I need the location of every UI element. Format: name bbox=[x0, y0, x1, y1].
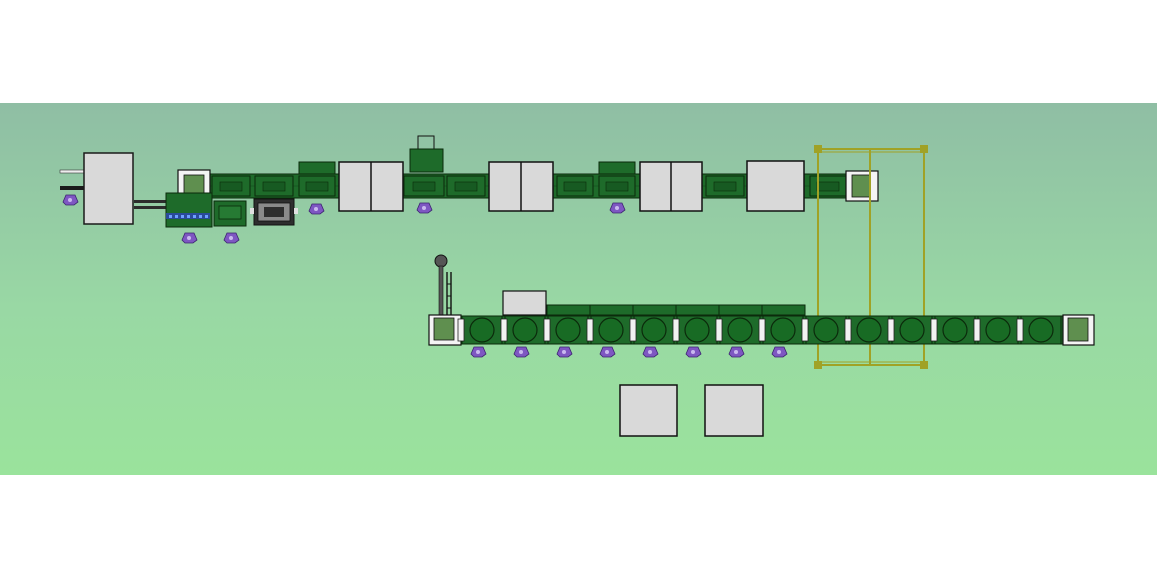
motor-icon bbox=[62, 194, 79, 206]
motor-icon bbox=[416, 202, 433, 214]
top-hopper[interactable] bbox=[409, 135, 444, 173]
motor-icon bbox=[728, 346, 745, 358]
motor-icon bbox=[599, 346, 616, 358]
station-module[interactable] bbox=[403, 175, 445, 197]
roller[interactable] bbox=[801, 315, 847, 345]
control-box[interactable] bbox=[213, 200, 247, 227]
roller[interactable] bbox=[1016, 315, 1062, 345]
roller[interactable] bbox=[586, 315, 632, 345]
production-line-layout bbox=[59, 135, 1095, 437]
station-module[interactable] bbox=[446, 175, 486, 197]
roller[interactable] bbox=[500, 315, 546, 345]
infeed-cabinet[interactable] bbox=[83, 152, 134, 225]
roller[interactable] bbox=[457, 315, 503, 345]
roller[interactable] bbox=[629, 315, 675, 345]
roller[interactable] bbox=[930, 315, 976, 345]
bottom-exit-frame bbox=[1062, 314, 1095, 346]
cover-plates bbox=[546, 304, 806, 316]
gripper-unit[interactable] bbox=[250, 198, 298, 226]
bottom-line bbox=[428, 254, 1095, 358]
process-cabinet[interactable] bbox=[338, 161, 404, 212]
electrical-cabinet[interactable] bbox=[704, 384, 764, 437]
roller[interactable] bbox=[758, 315, 804, 345]
motor-icon bbox=[308, 203, 325, 215]
motor-icon bbox=[223, 232, 240, 244]
station-module[interactable] bbox=[598, 161, 636, 197]
electrical-cabinet[interactable] bbox=[619, 384, 678, 437]
motor-icon bbox=[513, 346, 530, 358]
motor-icon bbox=[685, 346, 702, 358]
process-cabinet[interactable] bbox=[746, 160, 805, 212]
top-line bbox=[59, 135, 879, 228]
exit-frame bbox=[845, 170, 879, 202]
process-cabinet[interactable] bbox=[639, 161, 703, 212]
motor-icon bbox=[771, 346, 788, 358]
station-module[interactable] bbox=[809, 175, 847, 197]
station-module[interactable] bbox=[556, 175, 594, 197]
side-loader[interactable] bbox=[165, 192, 213, 228]
signal-tower-icon[interactable] bbox=[434, 254, 452, 319]
motor-icon bbox=[609, 202, 626, 214]
roller[interactable] bbox=[715, 315, 761, 345]
motor-icon bbox=[181, 232, 198, 244]
roller[interactable] bbox=[672, 315, 718, 345]
roller[interactable] bbox=[543, 315, 589, 345]
station-module[interactable] bbox=[298, 161, 336, 197]
roller[interactable] bbox=[887, 315, 933, 345]
process-cabinet[interactable] bbox=[488, 161, 554, 212]
roller[interactable] bbox=[973, 315, 1019, 345]
bottom-entry-frame bbox=[428, 314, 462, 346]
cad-viewport[interactable] bbox=[0, 103, 1157, 475]
station-module[interactable] bbox=[211, 175, 251, 197]
loading-cabinet[interactable] bbox=[502, 290, 547, 316]
roller-row bbox=[457, 315, 1062, 345]
roller[interactable] bbox=[844, 315, 890, 345]
motor-icon bbox=[556, 346, 573, 358]
station-module[interactable] bbox=[254, 175, 294, 197]
motor-icon bbox=[642, 346, 659, 358]
station-module[interactable] bbox=[705, 175, 745, 197]
motor-icon bbox=[470, 346, 487, 358]
